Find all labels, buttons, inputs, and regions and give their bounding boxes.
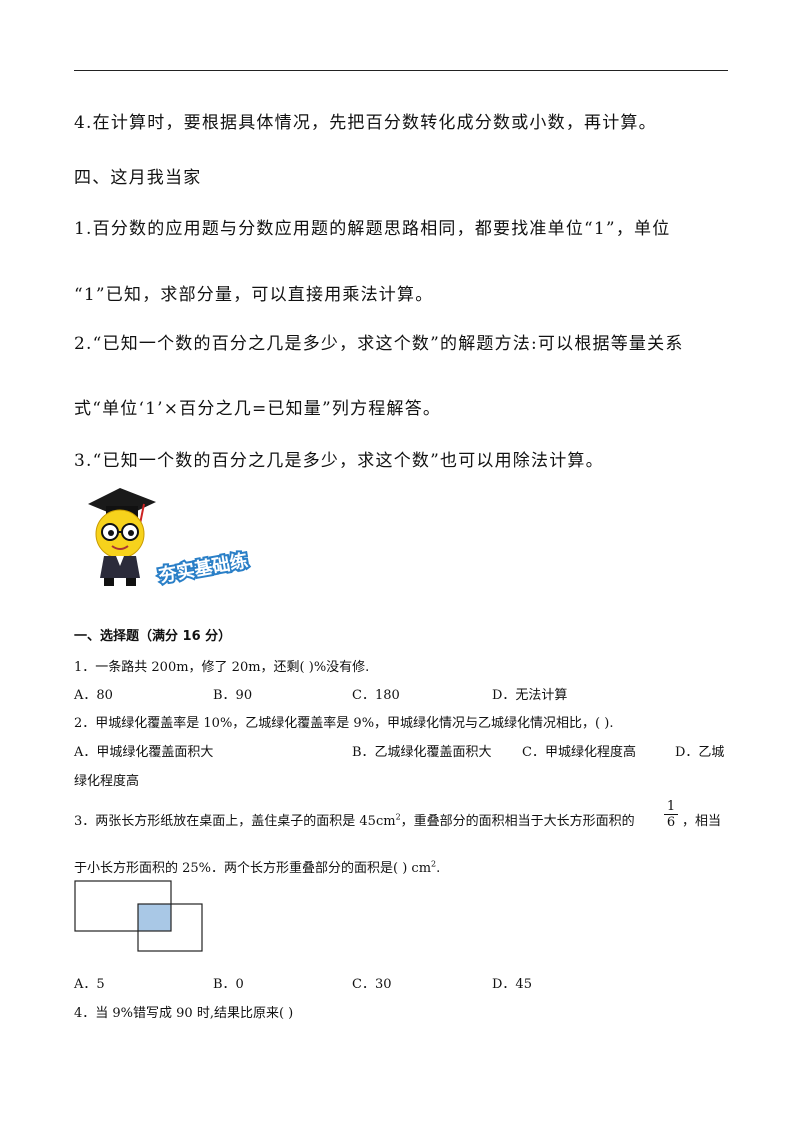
question-2: 2．甲城绿化覆盖率是 10%，乙城绿化覆盖率是 9%，甲城绿化情况与乙城绿化情况… (74, 716, 614, 731)
section-heading-4: 四、这月我当家 (74, 168, 202, 188)
tip-1-line2: “1”已知，求部分量，可以直接用乘法计算。 (74, 285, 434, 305)
tip-1-line1: 1.百分数的应用题与分数应用题的解题思路相同，都要找准单位“1”，单位 (74, 219, 671, 239)
q3-option-b: B．0 (213, 977, 244, 992)
mascot-graduate-icon: 夯实基础练 (88, 488, 252, 589)
question-3-line1: 3．两张长方形纸放在桌面上，盖住桌子的面积是 45cm2，重叠部分的面积相当于大… (74, 812, 635, 829)
question-3-line1-end: ，相当 (682, 814, 722, 829)
overlap-region (138, 904, 171, 931)
q2-option-c: C．甲城绿化程度高 (522, 745, 636, 760)
q2-option-b: B．乙城绿化覆盖面积大 (352, 745, 492, 760)
question-4: 4．当 9%错写成 90 时,结果比原来( ) (74, 1006, 294, 1021)
q2-option-d-cont: 绿化程度高 (74, 774, 140, 789)
fraction-one-sixth: 1 6 (664, 799, 678, 830)
overlapping-rectangles-diagram (74, 880, 203, 952)
q1-option-d: D．无法计算 (492, 688, 568, 703)
small-rectangle (137, 903, 203, 952)
banner-text: 夯实基础练 (156, 550, 249, 587)
q1-option-a: A．80 (74, 688, 113, 703)
tip-2-line2: 式“单位‘1’×百分之几=已知量”列方程解答。 (74, 399, 442, 419)
q1-option-c: C．180 (352, 688, 400, 703)
header-rule (74, 70, 728, 71)
large-rectangle (74, 880, 172, 932)
tip-4: 4.在计算时，要根据具体情况，先把百分数转化成分数或小数，再计算。 (74, 113, 657, 133)
q3-option-d: D．45 (492, 977, 532, 992)
q2-option-a: A．甲城绿化覆盖面积大 (74, 745, 214, 760)
q3-option-a: A．5 (74, 977, 105, 992)
section-title-choice: 一、选择题（满分 16 分） (74, 629, 232, 644)
q3-option-c: C．30 (352, 977, 392, 992)
q2-option-d: D．乙城 (675, 745, 725, 760)
question-3-line2: 于小长方形面积的 25%．两个长方形重叠部分的面积是( ) cm2. (74, 859, 441, 876)
question-1: 1．一条路共 200m，修了 20m，还剩( )%没有修. (74, 660, 370, 675)
tip-2-line1: 2.“已知一个数的百分之几是多少，求这个数”的解题方法:可以根据等量关系 (74, 334, 684, 354)
q1-option-b: B．90 (213, 688, 253, 703)
tip-3: 3.“已知一个数的百分之几是多少，求这个数”也可以用除法计算。 (74, 451, 604, 471)
